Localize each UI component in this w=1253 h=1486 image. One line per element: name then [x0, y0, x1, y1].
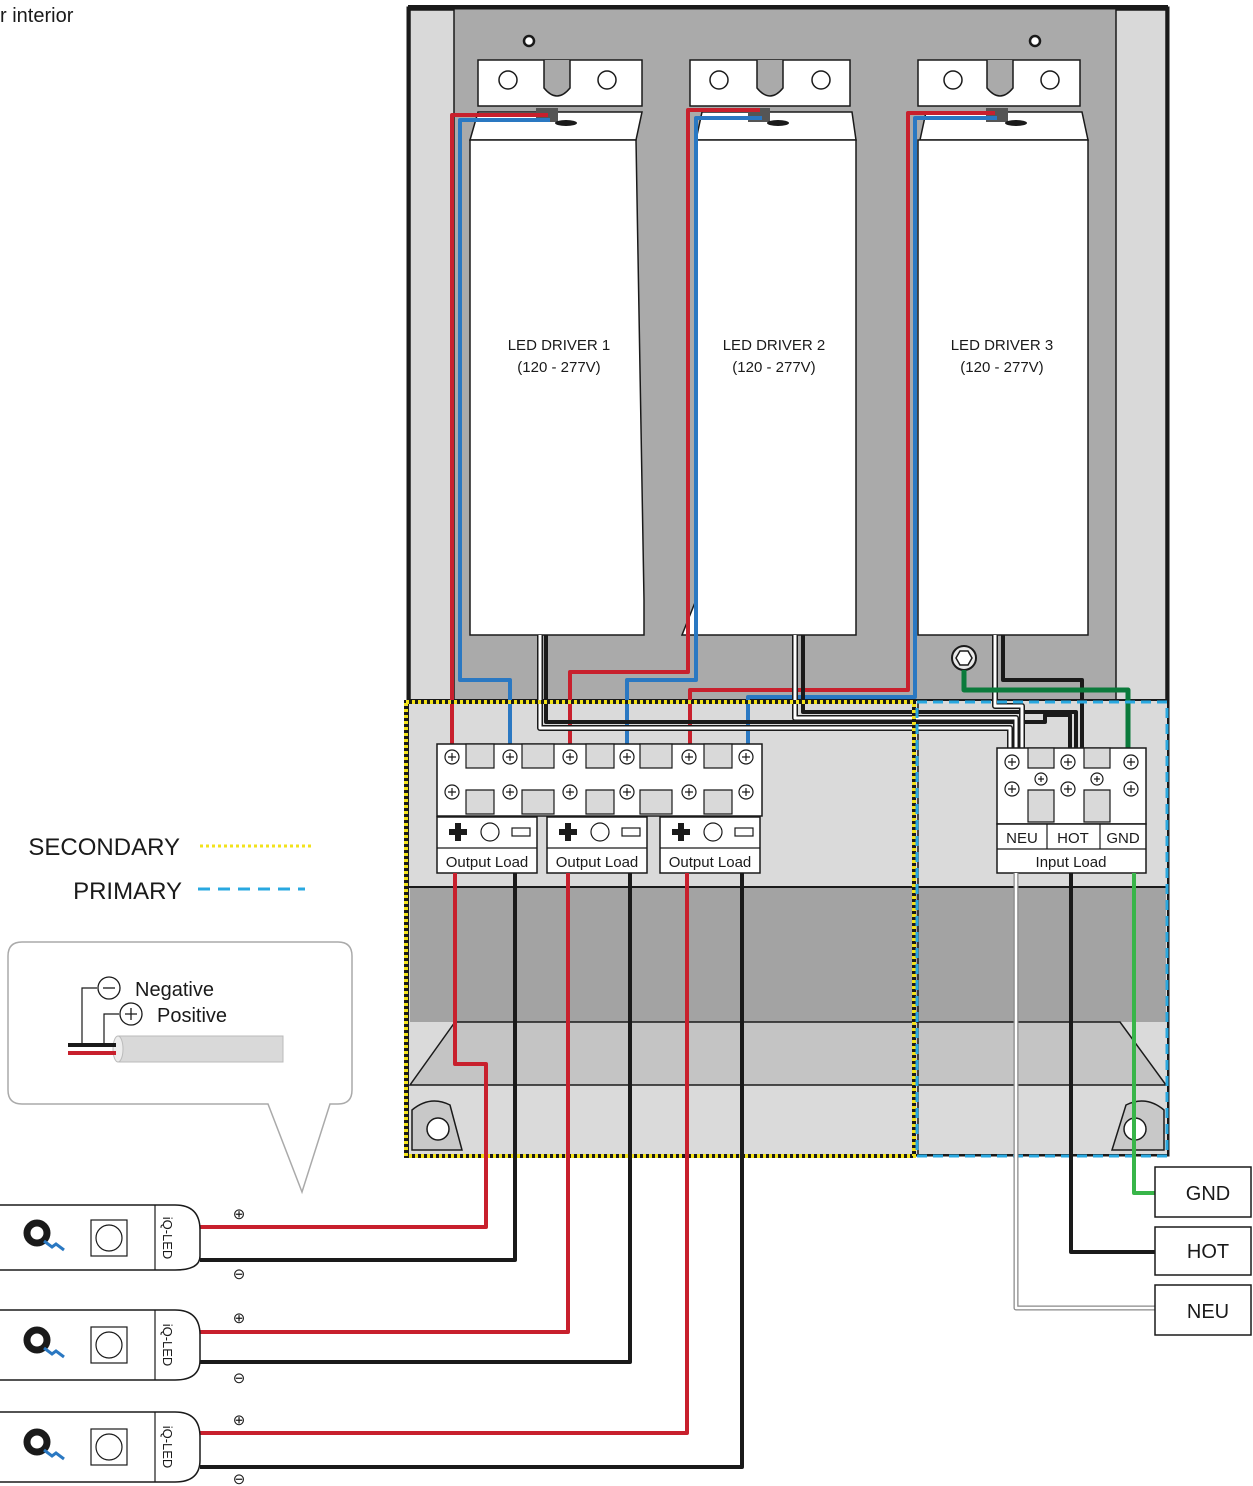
mounting-hole-icon	[426, 1117, 450, 1141]
driver-1-range: (120 - 277V)	[517, 359, 600, 376]
driver-3-name: LED DRIVER 3	[951, 337, 1054, 354]
output-load-3-label: Output Load	[669, 854, 752, 871]
input-label-hot: HOT	[1057, 830, 1089, 847]
output-wiring	[200, 873, 744, 1469]
led-module-1: iQ-LED ⊕ ⊖	[0, 1204, 246, 1283]
led-module-2-plus: ⊕	[233, 1310, 246, 1327]
output-load-1-label: Output Load	[446, 854, 529, 871]
output-load-2-label: Output Load	[556, 854, 639, 871]
driver-1: LED DRIVER 1 (120 - 277V)	[469, 59, 645, 636]
mounting-hole-icon	[1028, 34, 1042, 48]
corner-caption: r interior	[0, 5, 74, 27]
led-module-1-minus: ⊖	[233, 1266, 246, 1283]
supply-neu: NEU	[1154, 1284, 1252, 1336]
input-wiring	[1013, 873, 1155, 1311]
supply-gnd: GND	[1154, 1166, 1252, 1218]
led-module-3-brand: iQ-LED	[160, 1426, 175, 1469]
legend: SECONDARY PRIMARY	[28, 834, 312, 905]
supply-gnd-label: GND	[1186, 1183, 1230, 1205]
cable-callout: Negative Positive	[7, 941, 353, 1195]
input-label-gnd: GND	[1106, 830, 1140, 847]
callout-positive-label: Positive	[157, 1005, 227, 1027]
brand-logo-icon	[23, 1219, 51, 1247]
input-terminal-block: NEU HOT GND Input Load	[996, 747, 1147, 874]
output-terminal-block	[436, 743, 763, 817]
output-load-1: Output Load	[436, 816, 538, 874]
supply-neu-label: NEU	[1187, 1301, 1229, 1323]
supply-hot-label: HOT	[1187, 1241, 1229, 1263]
driver-2: LED DRIVER 2 (120 - 277V)	[680, 59, 857, 636]
led-module-3: iQ-LED ⊕ ⊖	[0, 1411, 246, 1486]
output-load-2: Output Load	[546, 816, 648, 874]
output-load-3: Output Load	[659, 816, 761, 874]
led-module-2-brand: iQ-LED	[160, 1324, 175, 1367]
driver-2-range: (120 - 277V)	[732, 359, 815, 376]
legend-secondary-label: SECONDARY	[28, 834, 180, 861]
driver-1-name: LED DRIVER 1	[508, 337, 611, 354]
brand-logo-icon	[23, 1326, 51, 1354]
led-module-1-brand: iQ-LED	[160, 1217, 175, 1260]
supply-hot: HOT	[1154, 1226, 1252, 1276]
driver-3: LED DRIVER 3 (120 - 277V)	[917, 59, 1089, 636]
led-module-3-plus: ⊕	[233, 1412, 246, 1429]
legend-primary-label: PRIMARY	[73, 878, 182, 905]
led-module-2: iQ-LED ⊕ ⊖	[0, 1309, 246, 1387]
brand-logo-icon	[23, 1428, 51, 1456]
led-module-2-minus: ⊖	[233, 1370, 246, 1387]
driver-3-range: (120 - 277V)	[960, 359, 1043, 376]
input-label-neu: NEU	[1006, 830, 1038, 847]
input-load-title: Input Load	[1036, 854, 1107, 871]
callout-negative-label: Negative	[135, 979, 214, 1001]
mounting-hole-icon	[522, 34, 536, 48]
led-module-1-plus: ⊕	[233, 1206, 246, 1223]
led-module-3-minus: ⊖	[233, 1471, 246, 1486]
driver-2-name: LED DRIVER 2	[723, 337, 826, 354]
